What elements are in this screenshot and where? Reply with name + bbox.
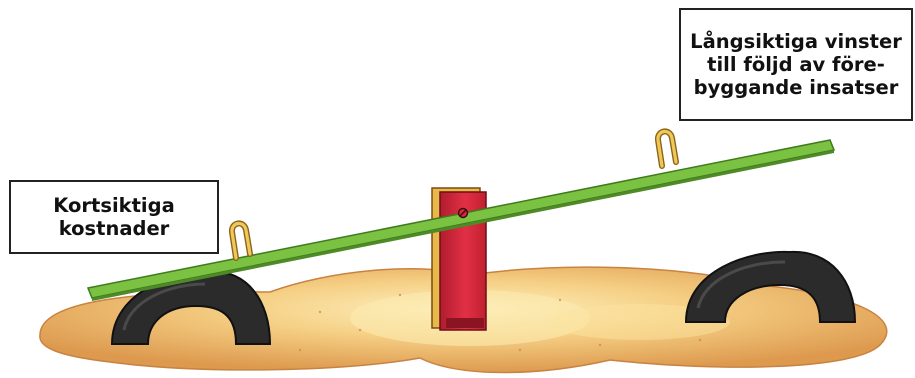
- long-term-line-3: byggande insatser: [690, 76, 902, 99]
- short-term-line-1: Kortsiktiga: [53, 194, 175, 217]
- bolt-icon: [459, 209, 468, 218]
- short-term-line-2: kostnader: [53, 217, 175, 240]
- short-term-costs-label: Kortsiktiga kostnader: [9, 180, 219, 254]
- handle-icon-right: [658, 131, 676, 166]
- long-term-gains-label: Långsiktiga vinster till följd av före- …: [679, 8, 913, 121]
- long-term-line-2: till följd av före-: [690, 53, 902, 76]
- long-term-line-1: Långsiktiga vinster: [690, 30, 902, 53]
- handle-icon-left: [232, 223, 250, 258]
